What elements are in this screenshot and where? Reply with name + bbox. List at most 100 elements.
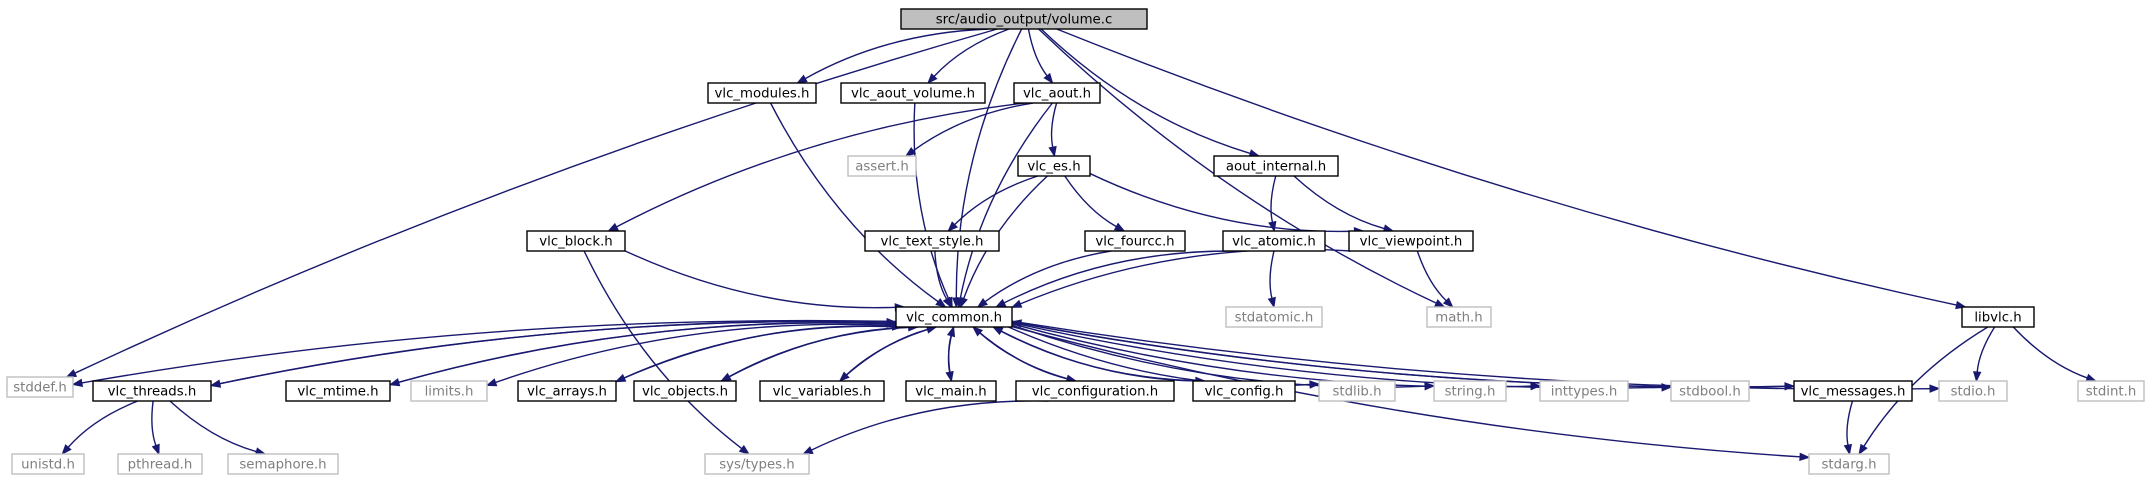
edge-layer <box>61 28 2098 462</box>
edge-vlc-threads-to-unistd <box>61 400 139 456</box>
arrowhead-icon <box>71 378 84 388</box>
edge-vlc-common-to-stddef <box>71 319 897 388</box>
node-sys-types[interactable]: sys/types.h <box>704 453 810 475</box>
node-box <box>1938 380 2008 402</box>
edge-line <box>1000 330 1205 382</box>
edge-line <box>583 250 743 450</box>
edge-root-to-vlc-common <box>952 28 1023 309</box>
node-vlc-atomic[interactable]: vlc_atomic.h <box>1222 230 1326 252</box>
arrowhead-icon <box>1048 145 1057 158</box>
node-box <box>1084 230 1186 252</box>
node-stdarg[interactable]: stdarg.h <box>1808 453 1890 475</box>
node-label: stdarg.h <box>1821 458 1876 473</box>
node-box <box>92 380 212 402</box>
node-vlc-arrays[interactable]: vlc_arrays.h <box>517 380 617 402</box>
node-box <box>1015 380 1175 402</box>
edge-line <box>495 323 897 384</box>
node-vlc-text-style[interactable]: vlc_text_style.h <box>864 230 1000 252</box>
node-vlc-block[interactable]: vlc_block.h <box>526 230 626 252</box>
node-label: stdio.h <box>1951 385 1996 400</box>
edge-root-to-vlc-aout-volume <box>927 28 1010 85</box>
node-box <box>900 8 1148 30</box>
node-libvlc[interactable]: libvlc.h <box>1961 306 2035 328</box>
node-box <box>1213 155 1339 177</box>
edge-line <box>67 400 139 448</box>
edge-aout-internal-to-vlc-atomic <box>1268 175 1277 233</box>
node-label: math.h <box>1435 311 1482 326</box>
node-box <box>1017 155 1091 177</box>
node-box <box>410 380 488 402</box>
node-stdbool[interactable]: stdbool.h <box>1670 380 1750 402</box>
edge-vlc-variables-to-vlc-common <box>839 325 938 382</box>
node-vlc-config[interactable]: vlc_config.h <box>1192 380 1296 402</box>
arrowhead-icon <box>927 73 938 85</box>
node-vlc-aout-volume[interactable]: vlc_aout_volume.h <box>840 82 986 104</box>
edge-line <box>74 28 998 374</box>
node-semaphore[interactable]: semaphore.h <box>227 453 339 475</box>
edge-line <box>1846 400 1854 446</box>
edge-line <box>398 322 897 383</box>
arrowhead-icon <box>738 444 750 455</box>
edge-line <box>913 102 950 300</box>
node-pthread[interactable]: pthread.h <box>117 453 203 475</box>
node-unistd[interactable]: unistd.h <box>11 453 85 475</box>
edge-vlc-common-to-vlc-objects <box>720 326 918 382</box>
node-box <box>285 380 391 402</box>
node-vlc-modules[interactable]: vlc_modules.h <box>707 82 817 104</box>
node-vlc-viewpoint[interactable]: vlc_viewpoint.h <box>1348 230 1474 252</box>
node-box <box>864 230 1000 252</box>
node-label: pthread.h <box>128 458 193 473</box>
node-stdatomic[interactable]: stdatomic.h <box>1225 306 1323 328</box>
edge-vlc-fourcc-to-vlc-common <box>976 250 1112 308</box>
edge-vlc-common-to-vlc-config <box>992 326 1207 386</box>
node-aout-internal[interactable]: aout_internal.h <box>1213 155 1339 177</box>
node-box <box>1348 230 1474 252</box>
node-box <box>11 453 85 475</box>
node-math[interactable]: math.h <box>1426 306 1492 328</box>
arrowhead-icon <box>1010 319 1023 328</box>
edge-line <box>1038 28 1437 304</box>
node-vlc-configuration[interactable]: vlc_configuration.h <box>1015 380 1175 402</box>
node-stdint[interactable]: stdint.h <box>2077 380 2145 402</box>
node-vlc-common[interactable]: vlc_common.h <box>895 306 1013 328</box>
node-vlc-objects[interactable]: vlc_objects.h <box>633 380 737 402</box>
arrowhead-icon <box>947 221 958 232</box>
arrowhead-icon <box>2085 373 2098 382</box>
node-label: sys/types.h <box>719 458 795 473</box>
node-stddef[interactable]: stddef.h <box>6 376 74 398</box>
node-vlc-threads[interactable]: vlc_threads.h <box>92 380 212 402</box>
edge-line <box>169 400 257 453</box>
node-box <box>227 453 339 475</box>
edge-line <box>1863 326 1989 447</box>
node-inttypes[interactable]: inttypes.h <box>1539 380 1629 402</box>
arrowhead-icon <box>485 378 498 387</box>
node-label: vlc_messages.h <box>1801 385 1906 400</box>
node-vlc-aout[interactable]: vlc_aout.h <box>1013 82 1101 104</box>
edge-line <box>934 250 948 300</box>
node-assert[interactable]: assert.h <box>847 155 917 177</box>
node-vlc-main[interactable]: vlc_main.h <box>905 380 997 402</box>
node-vlc-fourcc[interactable]: vlc_fourcc.h <box>1084 230 1186 252</box>
node-stdio[interactable]: stdio.h <box>1938 380 2008 402</box>
edge-root-to-libvlc <box>1056 28 1967 310</box>
node-limits[interactable]: limits.h <box>410 380 488 402</box>
edge-libvlc-to-stdarg <box>1858 326 1989 456</box>
node-label: vlc_block.h <box>539 235 612 250</box>
edge-line <box>979 332 1077 382</box>
node-vlc-messages[interactable]: vlc_messages.h <box>1793 380 1913 402</box>
node-box <box>905 380 997 402</box>
edge-line <box>959 102 1053 299</box>
edge-line <box>955 28 1023 299</box>
edge-vlc-aout-to-vlc-es <box>1048 102 1058 158</box>
edge-line <box>984 250 1112 303</box>
node-vlc-es[interactable]: vlc_es.h <box>1017 155 1091 177</box>
node-box <box>1318 380 1396 402</box>
node-label: vlc_viewpoint.h <box>1360 235 1463 250</box>
node-vlc-variables[interactable]: vlc_variables.h <box>759 380 885 402</box>
node-string[interactable]: string.h <box>1433 380 1507 402</box>
node-label: string.h <box>1445 385 1496 400</box>
node-stdlib[interactable]: stdlib.h <box>1318 380 1396 402</box>
node-root[interactable]: src/audio_output/volume.c <box>900 8 1148 30</box>
edge-line <box>1416 250 1447 302</box>
node-vlc-mtime[interactable]: vlc_mtime.h <box>285 380 391 402</box>
